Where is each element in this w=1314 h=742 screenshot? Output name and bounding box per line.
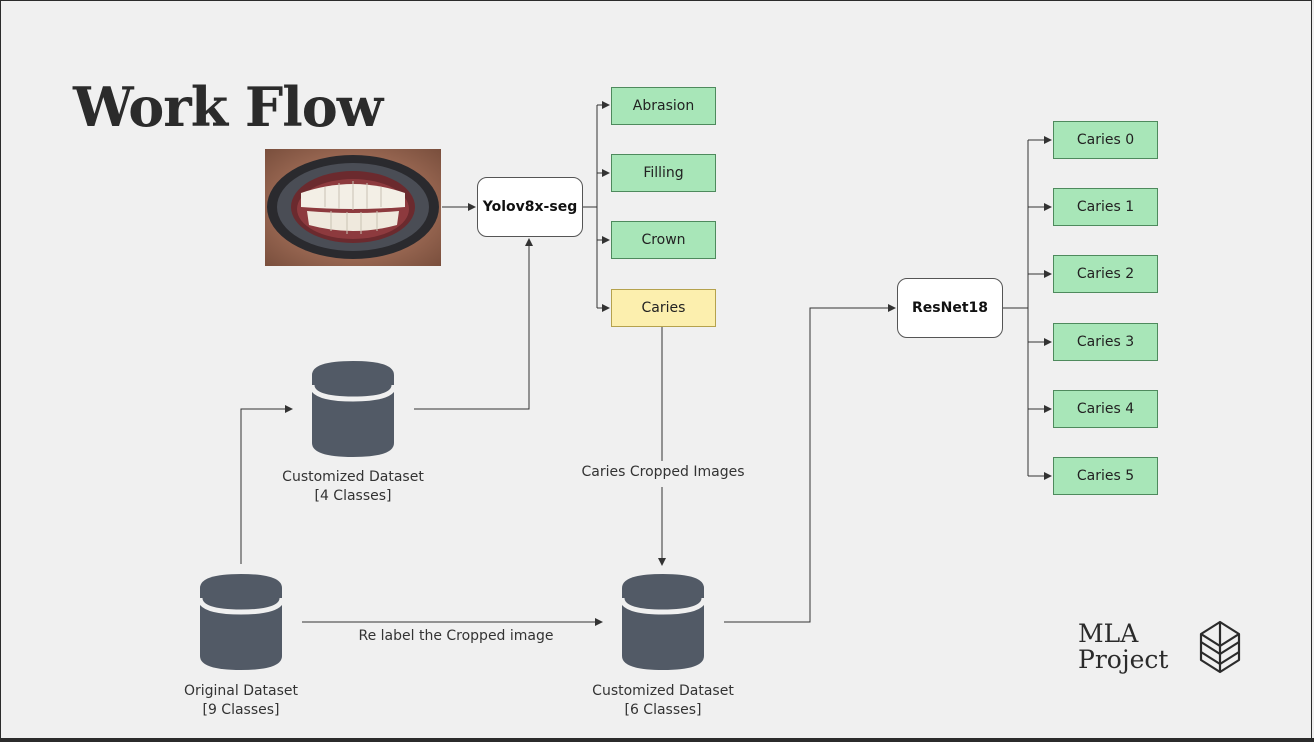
brand-wordmark: MLA Project: [1078, 621, 1168, 673]
output-caries-4: Caries 4: [1053, 390, 1158, 428]
teeth-photo: [265, 149, 441, 266]
database-icon: [312, 361, 394, 457]
custom6-dataset-label: Customized Dataset [6 Classes]: [573, 682, 753, 720]
output-caries-1: Caries 1: [1053, 188, 1158, 226]
yolo-node: Yolov8x-seg: [477, 177, 583, 237]
database-icon: [622, 574, 704, 670]
edge-label-cropped: Caries Cropped Images: [563, 463, 763, 482]
original-dataset-name: Original Dataset: [183, 683, 299, 699]
brand-line-2: Project: [1078, 645, 1169, 674]
output-filling: Filling: [611, 154, 716, 192]
output-caries: Caries: [611, 289, 716, 327]
output-caries-5: Caries 5: [1053, 457, 1158, 495]
bottom-border: [0, 738, 1314, 742]
output-abrasion: Abrasion: [611, 87, 716, 125]
brand-line-1: MLA: [1078, 619, 1139, 648]
output-caries-0: Caries 0: [1053, 121, 1158, 159]
output-crown: Crown: [611, 221, 716, 259]
edge-label-relabel: Re label the Cropped image: [358, 628, 554, 644]
original-dataset-label: Original Dataset [9 Classes]: [151, 682, 331, 720]
resnet-node: ResNet18: [897, 278, 1003, 338]
custom6-dataset-classes: [6 Classes]: [624, 702, 702, 718]
database-icon: [200, 574, 282, 670]
page-title: Work Flow: [73, 75, 383, 139]
output-caries-2: Caries 2: [1053, 255, 1158, 293]
original-dataset-classes: [9 Classes]: [202, 702, 280, 718]
custom4-dataset-name: Customized Dataset: [282, 469, 424, 485]
leaf-logo-icon: [1199, 620, 1241, 674]
custom6-dataset-name: Customized Dataset: [592, 683, 734, 699]
custom4-dataset-label: Customized Dataset [4 Classes]: [263, 468, 443, 506]
output-caries-3: Caries 3: [1053, 323, 1158, 361]
custom4-dataset-classes: [4 Classes]: [314, 488, 392, 504]
